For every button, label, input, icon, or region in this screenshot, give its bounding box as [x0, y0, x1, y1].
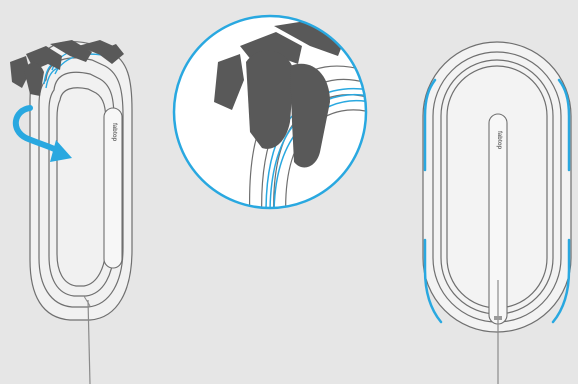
- zoom-detail-illustration: [170, 2, 370, 222]
- device-slot: fabtop: [104, 108, 122, 268]
- brand-logo: fabtop: [111, 123, 117, 142]
- wrap-cable-panel: fabtop: [0, 0, 160, 384]
- wrap-cable-illustration: fabtop: [0, 0, 160, 384]
- brand-logo: fabtop: [496, 131, 502, 150]
- finished-device-illustration: fabtop: [415, 40, 578, 384]
- zoom-detail-panel: [170, 2, 370, 222]
- finished-device-panel: fabtop: [415, 40, 578, 384]
